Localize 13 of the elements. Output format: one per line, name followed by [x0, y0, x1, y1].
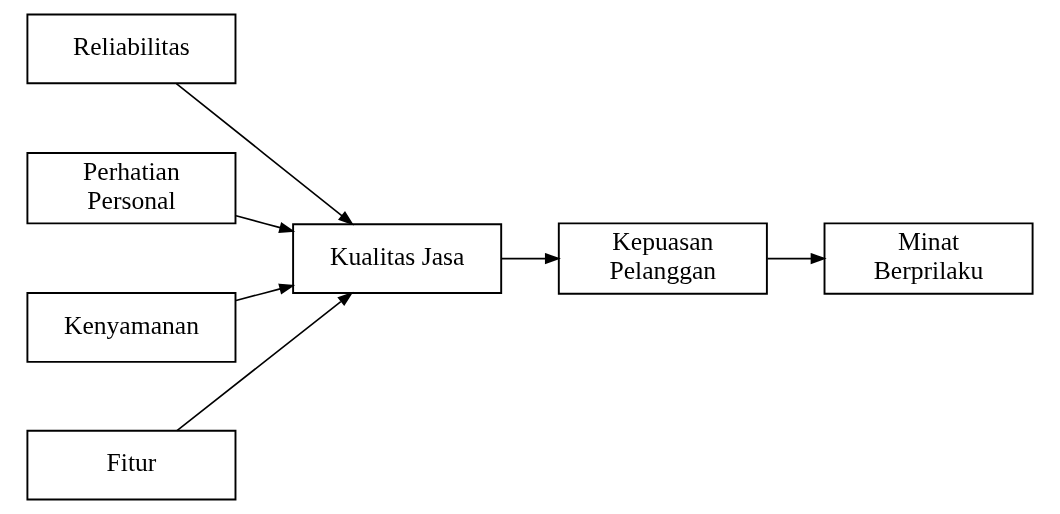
arrow — [500, 253, 561, 265]
arrow — [235, 215, 296, 233]
node-box: Kenyamanan — [26, 292, 237, 363]
arrow — [175, 82, 355, 226]
node-box: Kepuasan Pelanggan — [557, 222, 768, 295]
node-box: Fitur — [26, 429, 237, 501]
arrow — [766, 253, 827, 265]
node-box: Perhatian Personal — [26, 152, 237, 225]
node-box: Kualitas Jasa — [292, 223, 503, 294]
arrow — [176, 291, 354, 432]
arrow — [235, 283, 296, 302]
node-box: Minat Berprilaku — [823, 222, 1034, 295]
node-box: Reliabilitas — [26, 13, 237, 85]
